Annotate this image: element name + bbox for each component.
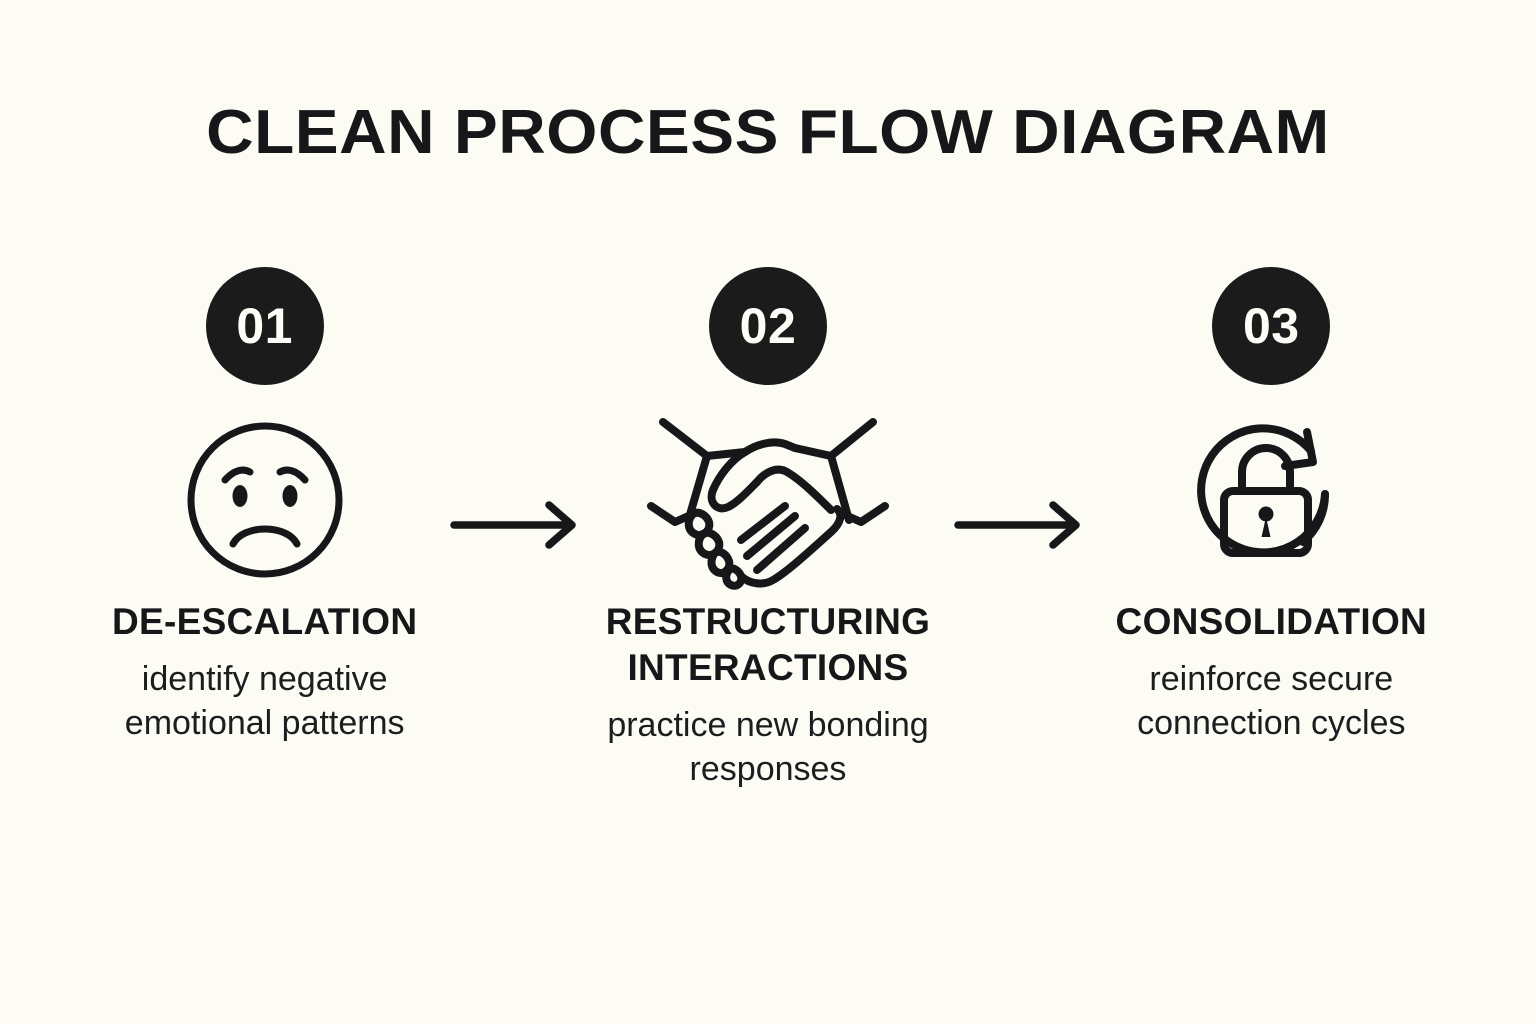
page-title: CLEAN PROCESS FLOW DIAGRAM (206, 98, 1330, 167)
step-description-2: practice new bonding responses (607, 706, 929, 788)
process-step-2: 02 (583, 250, 952, 791)
connector-1 (449, 250, 583, 555)
step-title-1: DE-ESCALATION (111, 601, 418, 642)
step-number-badge-1: 01 (205, 267, 324, 385)
step-number-badge-3: 03 (1212, 267, 1331, 385)
step-title-2: RESTRUCTURING INTERACTIONS (605, 601, 931, 688)
step-number-badge-2: 02 (708, 267, 827, 385)
step-description-1: identify negative emotional patterns (124, 660, 405, 742)
process-step-3: 03 CONSOLIDATION reinf (1087, 250, 1456, 745)
step-title-3: CONSOLIDATION (1115, 601, 1428, 642)
arrow-right-icon (450, 500, 582, 555)
process-flow-row: 01 DE-ESCALATION identify negative emoti… (80, 250, 1456, 890)
sad-face-icon (185, 407, 345, 593)
arrow-right-icon (953, 500, 1086, 555)
process-step-1: 01 DE-ESCALATION identify negative emoti… (80, 250, 449, 745)
handshake-icon (645, 407, 891, 593)
connector-2 (953, 250, 1087, 555)
step-description-3: reinforce secure connection cycles (1137, 660, 1406, 742)
lock-refresh-icon (1195, 407, 1347, 593)
